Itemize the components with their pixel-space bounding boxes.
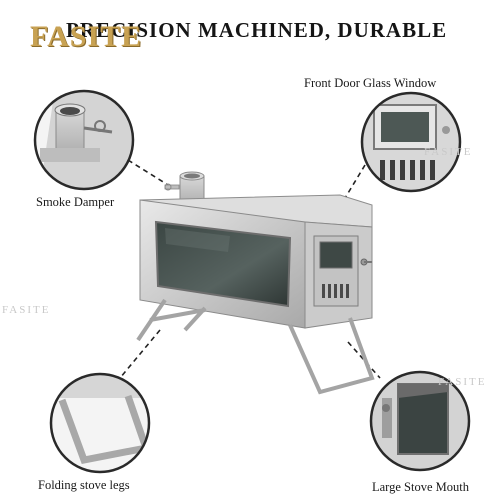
stove-legs — [136, 298, 375, 395]
label-smoke-damper: Smoke Damper — [36, 195, 115, 209]
brand-logo: FASITE — [30, 20, 143, 53]
label-front-door: Front Door Glass Window — [304, 76, 437, 90]
label-folding-legs: Folding stove legs — [38, 478, 130, 492]
headline: PRECISION MACHINED, DURABLE — [66, 18, 448, 42]
chimney-pipe — [164, 171, 205, 203]
watermark: FASITE — [424, 146, 473, 158]
inset-front-door — [360, 91, 462, 193]
watermark: FASITE — [438, 376, 487, 388]
inset-stove-mouth — [369, 370, 471, 472]
watermark: FASITE — [2, 304, 51, 316]
inset-smoke-damper — [33, 89, 135, 191]
stove-body — [139, 194, 373, 329]
label-stove-mouth: Large Stove Mouth — [372, 480, 469, 494]
inset-folding-legs — [49, 372, 151, 474]
